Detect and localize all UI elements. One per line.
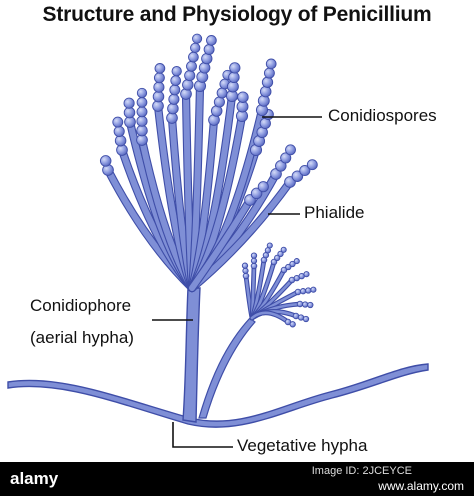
conidiospore [259,85,272,98]
image-id: Image ID: 2JCEYCE [311,465,412,477]
conidiospore [171,66,182,77]
secondary-branches [243,257,303,325]
conidiospore [136,97,148,108]
conidiospore [213,96,225,108]
conidiospore [280,152,292,164]
secondary-conidiospore [274,254,281,262]
conidiospore [154,63,166,74]
conidiospore [203,44,215,55]
conidiospore [201,52,213,65]
watermark-bar: alamy Image ID: 2JCEYCE www.alamy.com [0,462,474,496]
conidiospore [123,106,136,119]
secondary-conidiospore [266,242,273,249]
conidiospore [299,164,311,177]
phialide-branch [189,197,253,291]
conidiospore [291,170,304,182]
secondary-conidiospore [302,301,309,308]
conidiospore [136,124,148,137]
label-phialide: Phialide [304,203,365,222]
conidiospore [153,81,165,93]
conidiospore [153,72,165,84]
secondary-conidiospore [289,260,296,268]
conidiospore [216,87,228,99]
secondary-conidiospore [296,300,304,308]
conidiospore [206,35,217,46]
conidiospore [112,116,124,128]
label-conidiophore: Conidiophore [30,296,132,315]
vegetative-hypha-pointer [172,422,233,448]
conidiospore [168,93,180,105]
conidiospore [192,33,203,44]
secondary-conidiophore-stalk [198,317,256,419]
secondary-conidiospore [285,263,292,271]
conidiospore [99,155,112,167]
conidiospore [136,115,148,127]
secondary-conidiospore [270,258,278,266]
secondary-conidiospore [241,262,249,269]
conidiospore [123,97,135,109]
conidiospore-chains [99,33,318,206]
conidiospore [136,87,148,99]
conidiospore [306,159,318,171]
label-conidiospores: Conidiospores [328,106,437,125]
secondary-conidiospore [310,286,317,293]
conidiospore [184,70,196,82]
conidiospore [190,42,201,54]
secondary-conidiospore [294,288,302,296]
secondary-conidiospore [289,321,296,328]
secondary-conidiospore [303,271,310,278]
brand-logo: alamy [10,469,59,488]
conidiospore [263,67,275,79]
secondary-conidiospore [280,266,288,274]
secondary-conidiospore [305,287,312,294]
conidiospore [228,71,240,84]
conidiospore [167,102,179,115]
secondary-spore-chains [241,242,317,328]
conidiospore [198,62,211,74]
conidiospore [188,51,199,63]
label-vegetative-hypha: Vegetative hypha [237,436,368,455]
secondary-conidiospore [302,315,310,323]
secondary-conidiospore [242,267,249,274]
conidiospore [136,106,148,118]
label-aerial-hypha: (aerial hypha) [30,328,134,347]
conidiospore [285,144,296,156]
conidiospore [169,84,181,96]
conidiospore [237,91,249,103]
website-link: www.alamy.com [378,479,464,493]
conidiospore [170,75,182,86]
secondary-conidiospore [250,262,258,270]
conidiophore-stalk [182,287,201,423]
page-title: Structure and Physiology of Penicillium [42,3,432,26]
conidiospore [114,134,127,147]
secondary-conidiospore [242,272,250,280]
secondary-conidiospore [293,258,300,265]
secondary-conidiospore [280,246,287,253]
secondary-phialide-branch [250,311,290,324]
secondary-conidiospore [277,250,284,258]
secondary-conidiospore [299,288,307,295]
main-branches [103,81,295,293]
conidiospore [229,62,241,74]
conidiospore [275,160,287,172]
conidiospore [186,60,197,72]
conidiospore [250,187,263,200]
secondary-conidiospore [307,301,314,309]
conidiospore [265,58,277,70]
secondary-conidiospore [250,252,258,259]
conidiospore [113,125,125,137]
conidiospore [152,90,165,103]
conidiospore [182,79,194,91]
secondary-conidiospore [250,257,258,264]
conidiospore [261,76,274,88]
conidiospore [257,181,269,193]
